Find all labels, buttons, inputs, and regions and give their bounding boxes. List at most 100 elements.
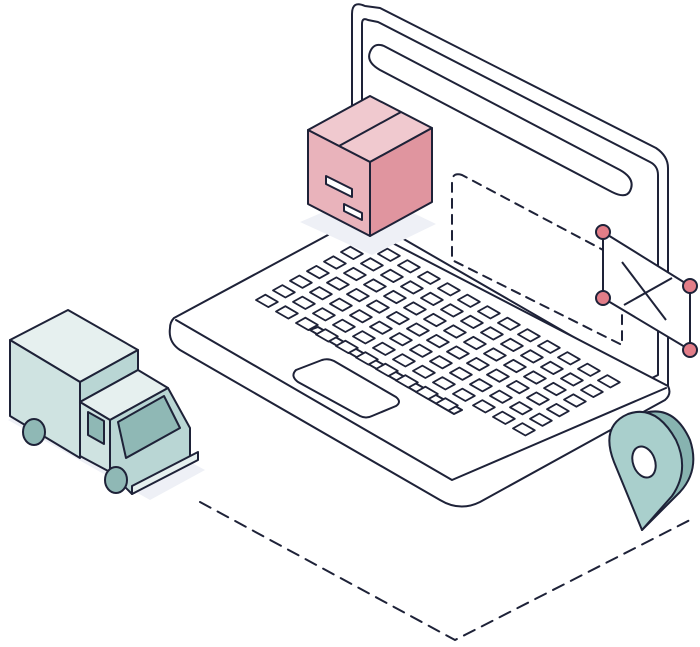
keyboard-key — [255, 293, 279, 308]
laptop-keyboard — [255, 236, 621, 437]
dashed-content-area — [451, 173, 623, 346]
keyboard-key — [523, 370, 547, 385]
keyboard-key — [443, 324, 467, 339]
keyboard-key — [289, 274, 313, 289]
keyboard-key — [392, 353, 416, 368]
keyboard-key — [295, 316, 319, 331]
keyboard-key — [346, 288, 370, 303]
keyboard-key — [597, 374, 621, 389]
browser-address-bar — [368, 43, 633, 197]
truck-wheel-front — [104, 466, 128, 494]
package-box-icon — [300, 95, 436, 255]
image-cross-line-1 — [621, 261, 667, 321]
pin-hole — [631, 445, 657, 479]
keyboard-key — [560, 372, 584, 387]
keyboard-key — [329, 297, 353, 312]
keyboard-key — [389, 332, 413, 347]
keyboard-key — [529, 412, 553, 427]
keyboard-key — [409, 343, 433, 358]
keyboard-key — [477, 305, 501, 320]
keyboard-key — [306, 265, 330, 280]
keyboard-key — [292, 295, 316, 310]
keyboard-key — [446, 345, 470, 360]
selection-handle — [595, 224, 611, 240]
laptop-screen-inner — [361, 18, 659, 381]
keyboard-key — [386, 311, 410, 326]
keyboard-key — [406, 322, 430, 337]
keyboard-key — [512, 422, 536, 437]
keyboard-key — [366, 299, 390, 314]
image-placeholder-icon — [595, 224, 698, 358]
keyboard-key — [429, 355, 453, 370]
keyboard-key — [489, 389, 513, 404]
keyboard-key — [480, 326, 504, 341]
keyboard-key — [323, 255, 347, 270]
keyboard-key — [557, 351, 581, 366]
keyboard-key — [500, 337, 524, 352]
keyboard-key — [517, 328, 541, 343]
keyboard-key — [426, 334, 450, 349]
package-label-2 — [343, 203, 363, 221]
keyboard-key — [275, 305, 299, 320]
keyboard-key — [457, 293, 481, 308]
keyboard-key — [437, 282, 461, 297]
keyboard-key — [377, 247, 401, 262]
keyboard-key — [380, 268, 404, 283]
package-right-face — [369, 127, 433, 237]
keyboard-key — [355, 351, 379, 366]
keyboard-key — [326, 276, 350, 291]
keyboard-key — [435, 397, 459, 412]
keyboard-key — [400, 280, 424, 295]
keyboard-key — [563, 393, 587, 408]
keyboard-key — [463, 335, 487, 351]
keyboard-key — [332, 318, 356, 333]
package-label-1 — [325, 175, 353, 198]
keyboard-key — [526, 391, 550, 406]
keyboard-key — [432, 376, 456, 391]
laptop-base-top — [175, 319, 667, 481]
keyboard-key — [383, 289, 407, 305]
keyboard-key — [372, 341, 396, 356]
keyboard-key — [420, 291, 444, 306]
selection-handle — [682, 342, 698, 358]
location-pin-icon — [608, 410, 695, 531]
truck-wheel-rear — [22, 418, 46, 446]
keyboard-key — [543, 381, 567, 397]
keyboard-key — [335, 339, 359, 354]
keyboard-key — [483, 347, 507, 362]
keyboard-key — [540, 360, 564, 375]
keyboard-key — [352, 330, 376, 345]
keyboard-key — [360, 257, 384, 272]
keyboard-key — [369, 320, 393, 335]
keyboard-key — [506, 380, 530, 395]
keyboard-key — [520, 349, 544, 364]
selection-handle — [682, 278, 698, 294]
keyboard-key — [472, 399, 496, 414]
keyboard-key — [423, 312, 447, 328]
laptop-icon — [168, 3, 671, 508]
keyboard-key — [577, 362, 601, 377]
keyboard-key — [537, 339, 561, 354]
keyboard-key — [272, 284, 296, 299]
keyboard-key — [412, 364, 436, 379]
keyboard-key — [340, 245, 364, 260]
keyboard-key — [452, 387, 476, 402]
laptop-touchpad — [292, 358, 400, 419]
keyboard-key — [375, 362, 399, 377]
keyboard-key — [466, 357, 490, 372]
keyboard-key — [315, 328, 339, 343]
truck-windshield — [117, 395, 181, 459]
keyboard-key — [486, 368, 510, 383]
keyboard-key — [397, 259, 421, 274]
truck-cargo-side — [9, 339, 81, 459]
keyboard-key — [497, 316, 521, 331]
keyboard-key — [580, 383, 604, 398]
keyboard-key — [460, 314, 484, 329]
keyboard-key — [403, 301, 427, 316]
delivery-truck-icon — [8, 309, 205, 500]
dashed-route-path — [199, 501, 691, 642]
keyboard-key — [395, 374, 419, 389]
keyboard-key — [469, 378, 493, 393]
